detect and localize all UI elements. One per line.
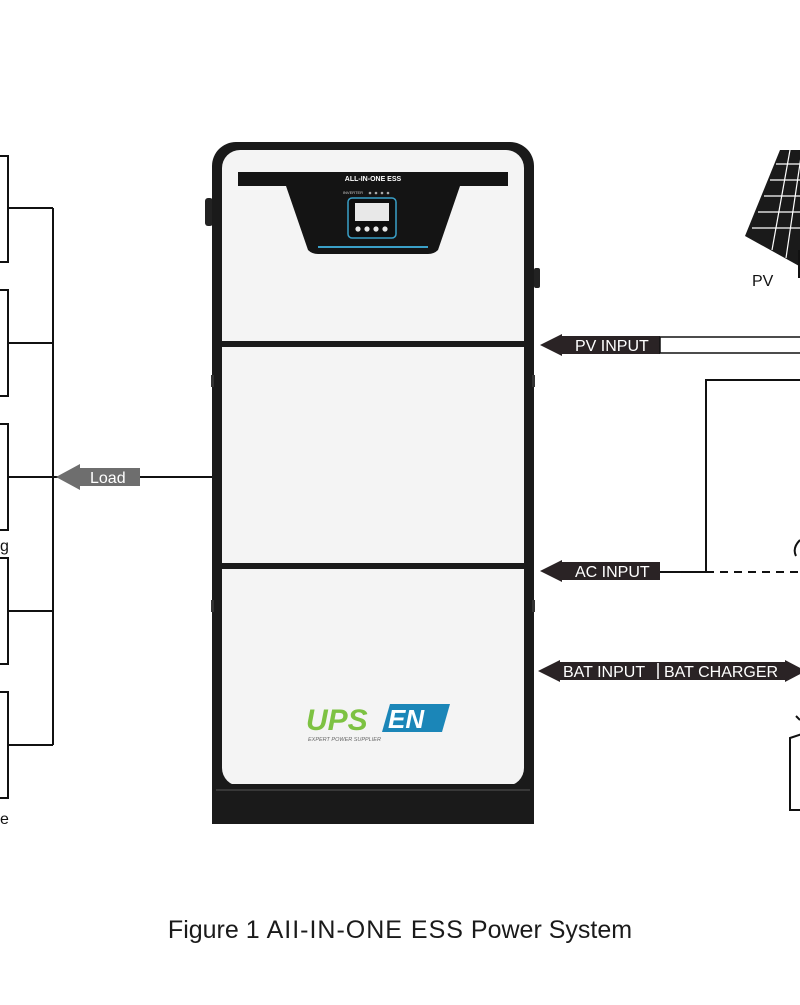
bat-input-label: BAT INPUT xyxy=(563,664,645,681)
logo-en-badge: EN xyxy=(382,704,450,734)
left-partial-label-2: e xyxy=(0,811,9,828)
caption-title: AII-IN-ONE ESS xyxy=(266,916,464,944)
module-divider-1 xyxy=(212,341,534,347)
pv-label: PV xyxy=(752,273,774,290)
figure-caption: Figure 1 AII-IN-ONE ESS Power System xyxy=(0,916,800,945)
side-handle-left xyxy=(205,198,213,226)
screen-button-3 xyxy=(373,226,379,232)
ac-wiring xyxy=(660,379,800,573)
load-box-5 xyxy=(0,691,9,799)
panel-title: ALL-IN-ONE ESS xyxy=(345,176,402,183)
load-box-1 xyxy=(0,155,9,263)
pv-input-label: PV INPUT xyxy=(575,338,649,355)
left-partial-label-1: g xyxy=(0,538,9,555)
screen-button-4 xyxy=(382,226,388,232)
load-label: Load xyxy=(90,470,126,487)
ac-input-label: AC INPUT xyxy=(575,564,650,581)
load-box-2 xyxy=(0,289,9,397)
bat-arrow: BAT INPUT BAT CHARGER xyxy=(538,660,800,682)
pv-input-arrow: PV INPUT xyxy=(540,334,800,356)
load-box-4 xyxy=(0,557,9,665)
side-handle-right xyxy=(534,268,540,288)
logo-ups: UPS xyxy=(306,704,368,737)
screen-button-2 xyxy=(364,226,370,232)
load-arrow: Load xyxy=(56,464,140,490)
pv-panel-icon xyxy=(745,149,800,278)
load-box-3 xyxy=(0,423,9,531)
screen-label: INVERTER xyxy=(343,190,363,195)
lcd-screen xyxy=(355,203,389,221)
top-bar xyxy=(238,172,508,186)
load-boxes xyxy=(0,155,9,799)
bat-charger-label: BAT CHARGER xyxy=(664,664,778,681)
caption-suffix: Power System xyxy=(463,916,633,944)
status-leds xyxy=(368,191,390,195)
cabinet-face xyxy=(222,150,524,786)
module-divider-2 xyxy=(212,563,534,569)
screen-buttons xyxy=(355,226,388,232)
ac-input-arrow: AC INPUT xyxy=(540,560,660,582)
ess-cabinet: ALL-IN-ONE ESS INVERTER UPS EN xyxy=(205,142,540,824)
ac-source-edge xyxy=(793,539,800,557)
cabinet-base xyxy=(212,784,534,824)
screen-button-1 xyxy=(355,226,361,232)
caption-prefix: Figure 1 xyxy=(167,916,267,944)
logo-en: EN xyxy=(388,704,425,734)
battery xyxy=(789,715,800,811)
logo-tagline: EXPERT POWER SUPPLIER xyxy=(308,737,381,743)
